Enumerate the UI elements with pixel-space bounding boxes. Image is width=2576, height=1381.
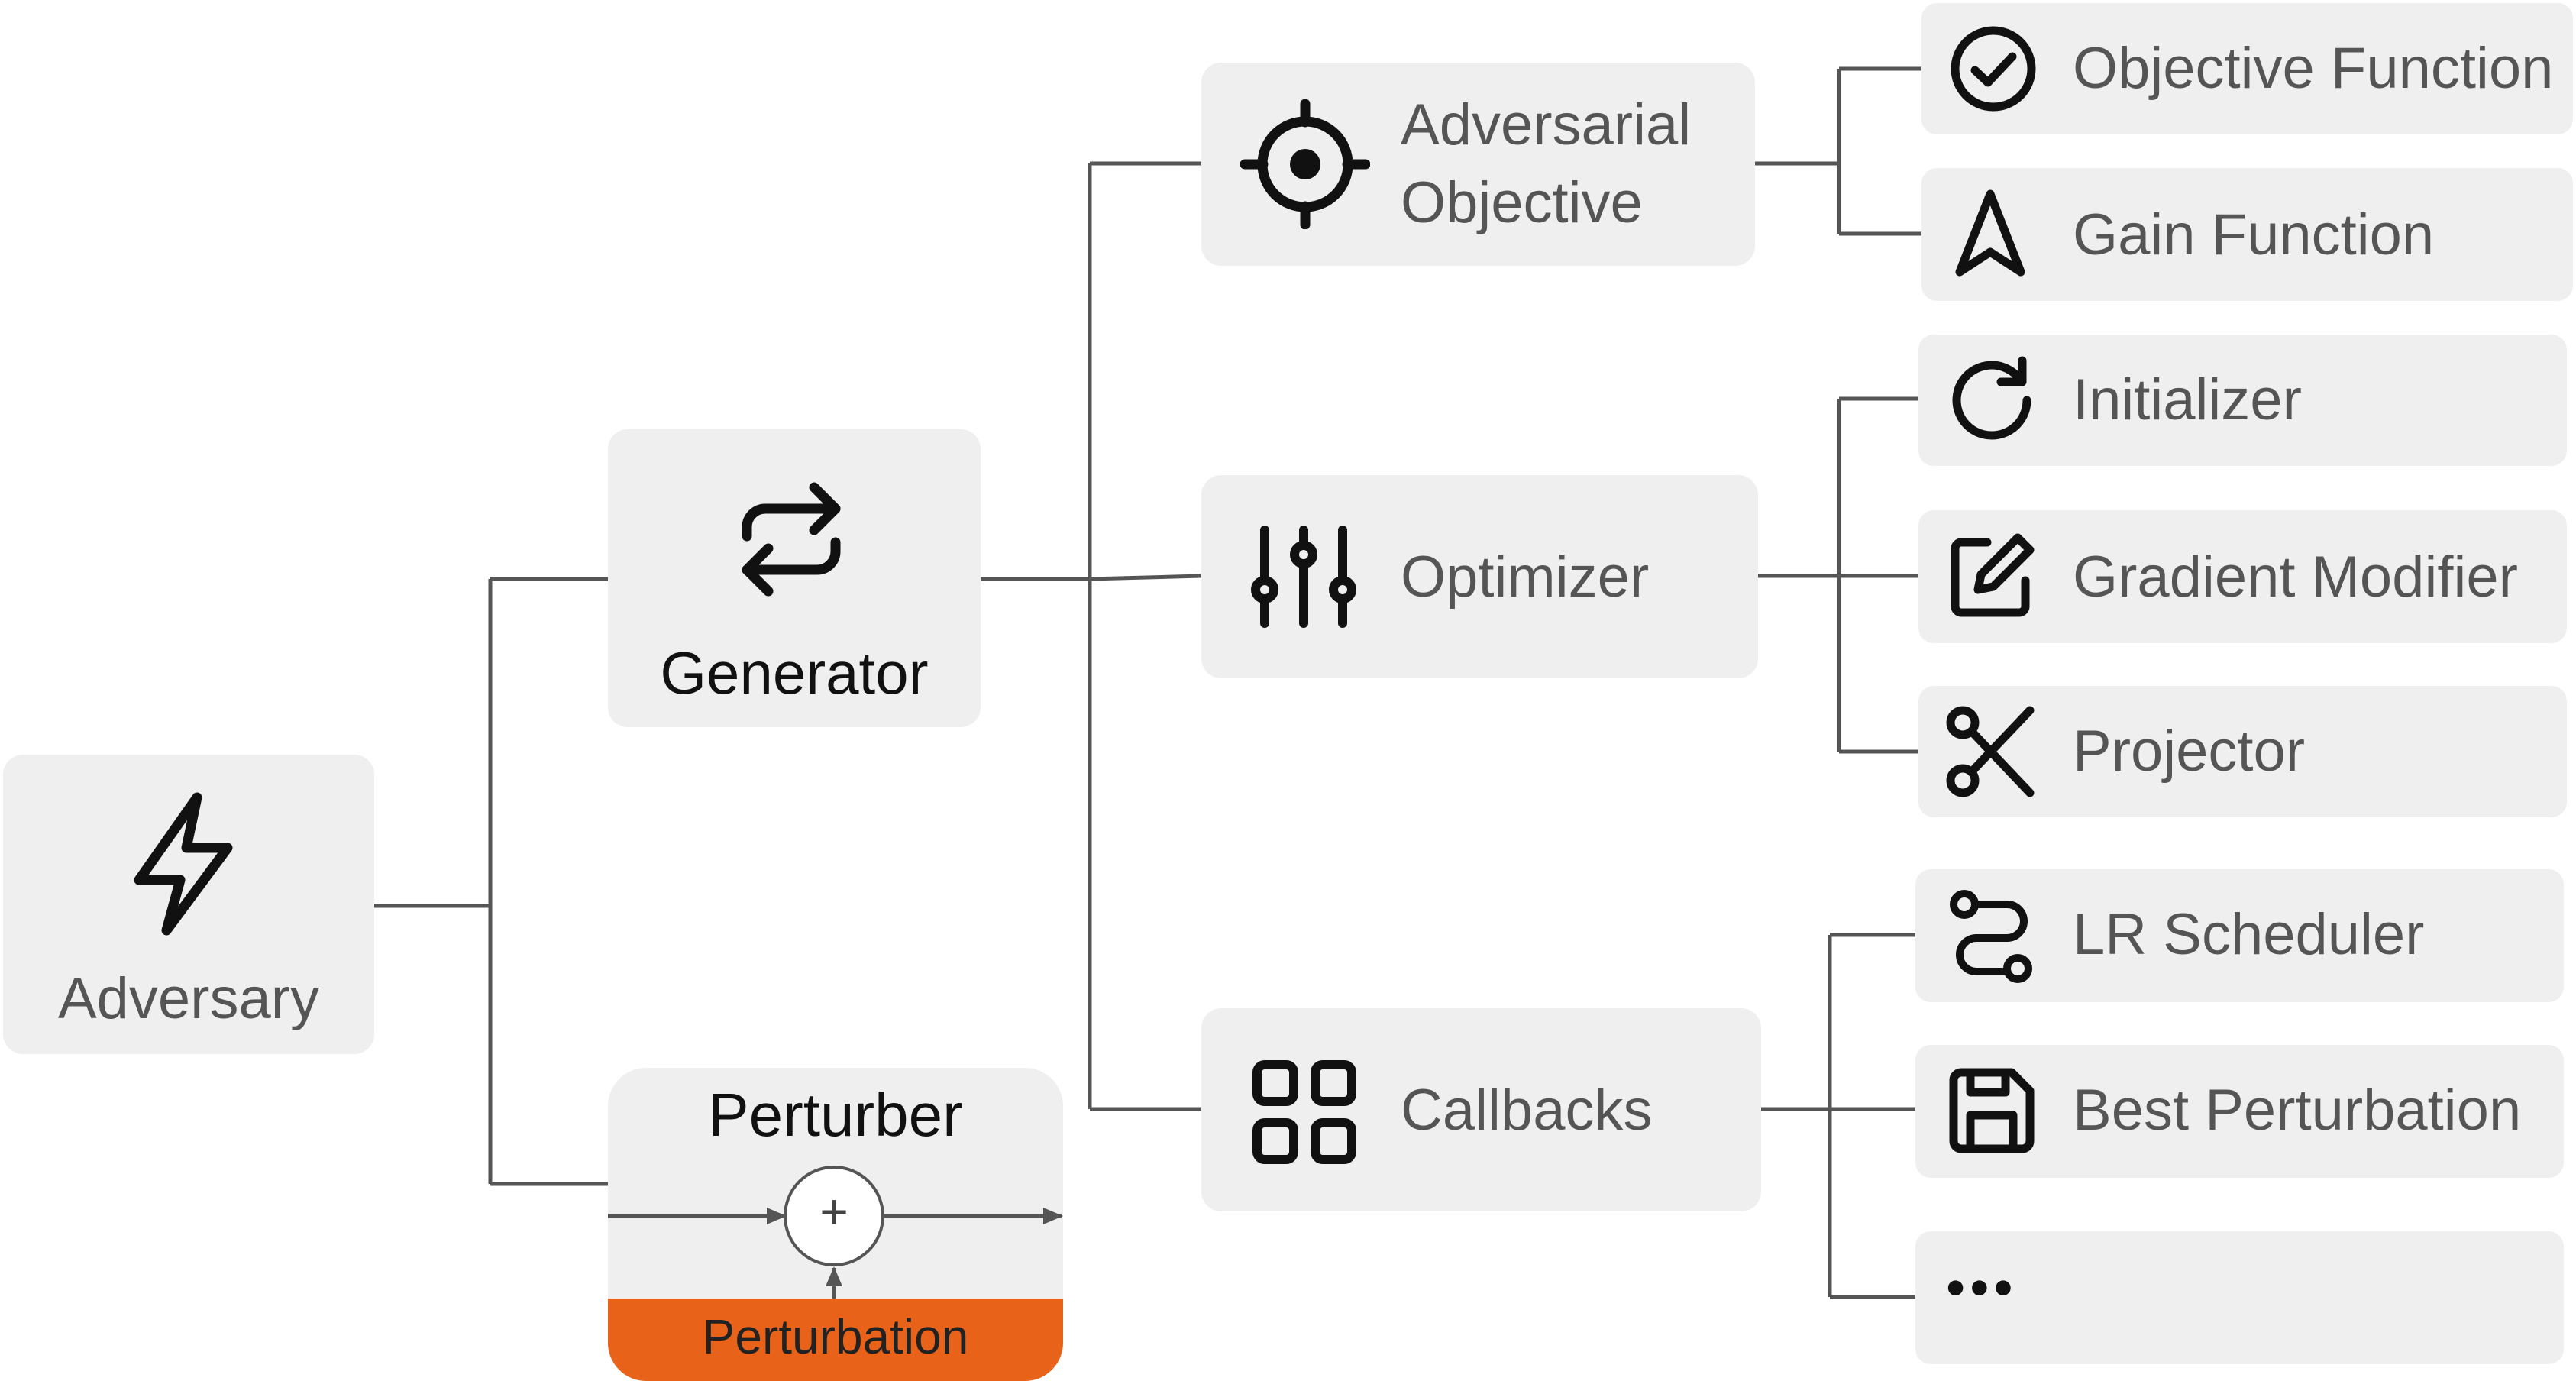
lr-scheduler-label: LR Scheduler (2073, 902, 2425, 967)
bolt-icon (122, 791, 244, 936)
save-icon (1947, 1066, 2036, 1155)
perturbation-label: Perturbation (702, 1309, 969, 1364)
rotate-cw-icon (1947, 356, 2036, 445)
initializer-label: Initializer (2073, 367, 2302, 432)
grid-four-icon (1251, 1059, 1358, 1166)
adversarial-objective-label-line1: Adversarial (1401, 92, 1692, 157)
navigation-arrow-icon (1952, 188, 2028, 280)
adversary-label: Adversary (57, 966, 320, 1031)
scissors-icon (1944, 704, 2036, 799)
more-node (1915, 1231, 2564, 1364)
sliders-icon (1248, 524, 1359, 629)
best-perturbation-node (1915, 1045, 2564, 1178)
refresh-cycle-icon (724, 472, 858, 606)
callbacks-label: Callbacks (1401, 1078, 1653, 1143)
perturber-flow (608, 1166, 1063, 1299)
ellipsis-icon: ••• (1946, 1257, 2018, 1318)
projector-label: Projector (2073, 719, 2306, 784)
perturber-label: Perturber (708, 1081, 963, 1149)
objective-function-label: Objective Function (2073, 36, 2554, 101)
generator-label: Generator (660, 639, 929, 707)
edit-icon (1947, 532, 2036, 620)
callbacks-node (1201, 1008, 1761, 1211)
target-crosshair-icon (1240, 99, 1370, 229)
gain-function-node (1921, 168, 2573, 301)
sum-operator: + (819, 1184, 848, 1239)
gradient-modifier-label: Gradient Modifier (2073, 545, 2518, 610)
perturbation-fill (608, 1299, 1063, 1381)
optimizer-label: Optimizer (1401, 545, 1650, 610)
adversarial-objective-label-line2: Objective (1401, 170, 1643, 235)
optimizer-node (1201, 475, 1758, 678)
route-icon (1947, 889, 2036, 984)
projector-node (1918, 686, 2567, 817)
gain-function-label: Gain Function (2073, 202, 2435, 267)
check-circle-icon (1947, 23, 2039, 115)
best-perturbation-label: Best Perturbation (2073, 1078, 2522, 1143)
generator-node (608, 429, 981, 727)
